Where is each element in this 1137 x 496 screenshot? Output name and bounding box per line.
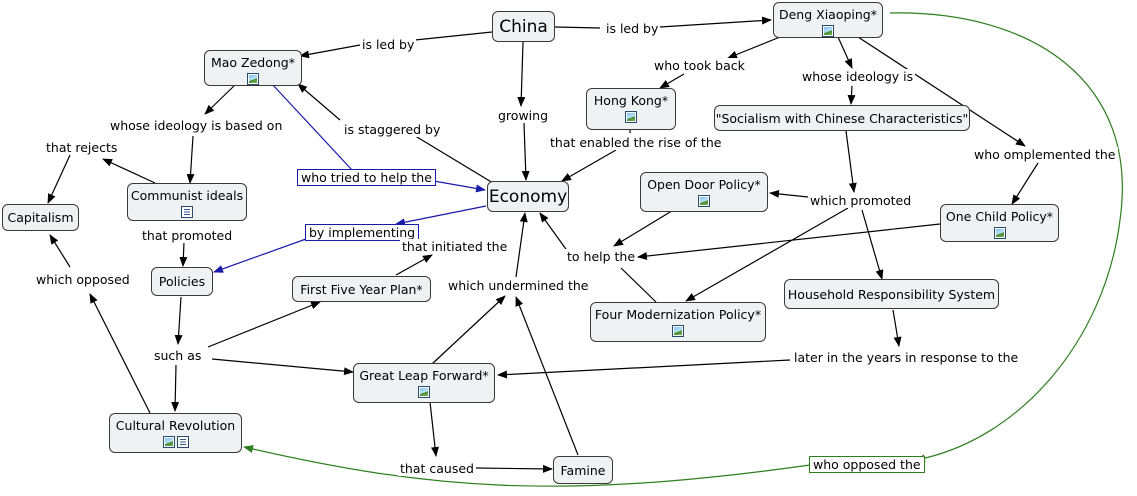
- link-label-by-implementing: by implementing: [305, 224, 420, 241]
- node-china[interactable]: China: [492, 11, 555, 42]
- link-label-later-years: later in the years in response to the: [792, 350, 1021, 365]
- node-economy-label: Economy: [488, 186, 568, 207]
- link-label-whose-ideology-is: whose ideology is: [800, 69, 916, 84]
- node-economy[interactable]: Economy: [487, 181, 569, 212]
- image-icon[interactable]: [993, 227, 1006, 239]
- node-open-door-policy[interactable]: Open Door Policy*: [640, 172, 768, 212]
- image-icon[interactable]: [672, 325, 684, 337]
- link-label-that-initiated: that initiated the: [400, 239, 510, 254]
- node-famine-label: Famine: [560, 462, 606, 478]
- link-label-which-undermined: which undermined the: [446, 278, 591, 293]
- node-opendoor-label: Open Door Policy*: [647, 177, 761, 192]
- node-socialism-label: "Socialism with Chinese Characteristics": [715, 110, 969, 126]
- node-socialism-chinese-characteristics[interactable]: "Socialism with Chinese Characteristics": [714, 105, 970, 131]
- link-label-is-staggered-by: is staggered by: [342, 122, 443, 137]
- link-label-who-took-back: who took back: [652, 58, 747, 73]
- node-deng-label: Deng Xiaoping*: [778, 7, 877, 22]
- link-label-who-tried-to-help: who tried to help the: [297, 169, 436, 186]
- link-label-that-promoted: that promoted: [140, 228, 235, 243]
- node-cultural-revolution[interactable]: Cultural Revolution: [109, 413, 242, 453]
- image-icon[interactable]: [162, 436, 175, 448]
- node-deng-xiaoping[interactable]: Deng Xiaoping*: [773, 2, 883, 38]
- node-one-child-policy[interactable]: One Child Policy*: [940, 204, 1059, 242]
- image-icon[interactable]: [822, 25, 834, 37]
- link-label-to-help: to help the: [565, 249, 638, 264]
- node-mao-zedong[interactable]: Mao Zedong*: [204, 50, 302, 86]
- node-cultural-label: Cultural Revolution: [115, 418, 236, 433]
- node-glf-label: Great Leap Forward*: [359, 368, 489, 383]
- image-icon[interactable]: [418, 386, 430, 398]
- link-label-china-deng: is led by: [604, 21, 661, 36]
- node-capitalism[interactable]: Capitalism: [2, 204, 79, 231]
- node-hongkong-label: Hong Kong*: [593, 93, 669, 108]
- node-household-label: Household Responsibility System: [787, 286, 996, 302]
- document-icon[interactable]: [181, 206, 193, 218]
- node-communist-label: Communist ideals: [130, 188, 244, 203]
- node-hong-kong[interactable]: Hong Kong*: [586, 88, 676, 130]
- link-label-such-as: such as: [152, 348, 204, 363]
- link-label-which-promoted: which promoted: [808, 193, 914, 208]
- node-mao-label: Mao Zedong*: [210, 55, 295, 70]
- node-fourmod-label: Four Modernization Policy*: [594, 307, 762, 322]
- node-policies[interactable]: Policies: [151, 267, 213, 296]
- link-label-that-caused: that caused: [398, 461, 476, 476]
- node-household-responsibility-system[interactable]: Household Responsibility System: [784, 279, 999, 309]
- image-icon[interactable]: [698, 195, 710, 207]
- link-label-who-omplemented: who omplemented the: [972, 147, 1118, 162]
- link-label-enabled-rise: that enabled the rise of the: [548, 135, 724, 150]
- node-capitalism-label: Capitalism: [7, 210, 74, 225]
- image-icon[interactable]: [247, 73, 259, 85]
- node-famine[interactable]: Famine: [553, 456, 613, 484]
- document-icon[interactable]: [176, 436, 189, 448]
- link-label-that-rejects: that rejects: [44, 140, 120, 155]
- node-great-leap-forward[interactable]: Great Leap Forward*: [353, 363, 495, 403]
- link-label-china-mao: is led by: [360, 37, 417, 52]
- image-icon[interactable]: [625, 111, 637, 123]
- node-communist-ideals[interactable]: Communist ideals: [127, 183, 247, 221]
- node-first-five-year-plan[interactable]: First Five Year Plan*: [292, 276, 431, 302]
- link-label-growing: growing: [496, 108, 550, 123]
- node-policies-label: Policies: [158, 274, 206, 289]
- node-four-modernization-policy[interactable]: Four Modernization Policy*: [590, 302, 766, 342]
- link-label-who-opposed: who opposed the: [809, 456, 925, 473]
- node-onechild-label: One Child Policy*: [945, 209, 1054, 224]
- link-label-mao-ideology: whose ideology is based on: [108, 118, 285, 133]
- link-label-which-opposed: which opposed: [34, 272, 132, 287]
- node-fyp-label: First Five Year Plan*: [300, 281, 423, 297]
- node-china-label: China: [499, 16, 548, 37]
